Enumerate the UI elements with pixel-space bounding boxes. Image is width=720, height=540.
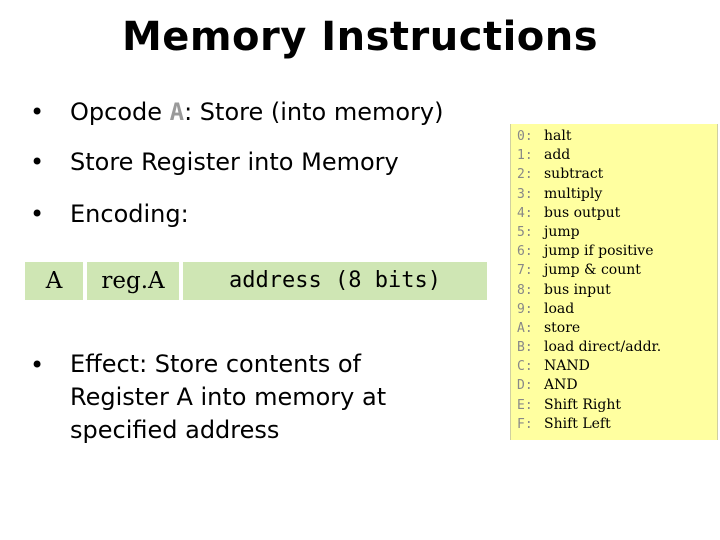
opcode-row: 8: bus input (517, 281, 717, 300)
bullet-dot: • (30, 148, 45, 176)
encoding-field-address: address (8 bits) (183, 262, 487, 300)
opcode-name: subtract (544, 166, 604, 183)
opcode-name: bus output (544, 204, 621, 221)
opcode-row: 3: multiply (517, 185, 717, 204)
opcode-suffix: : Store (into memory) (184, 98, 444, 126)
opcode-value: A (169, 98, 185, 126)
opcode-code: 3: (517, 186, 533, 202)
opcode-row: 5: jump (517, 223, 717, 242)
opcode-row: D: AND (517, 376, 717, 395)
opcode-row: A: store (517, 319, 717, 338)
opcode-name: NAND (544, 358, 590, 375)
opcode-row: 2: subtract (517, 165, 717, 184)
bullet-dot: • (30, 351, 45, 379)
opcode-name: load (544, 300, 575, 317)
bullet-opcode: • Opcode A: Store (into memory) (30, 95, 443, 129)
bullet-store-register-text: Store Register into Memory (70, 148, 399, 176)
opcode-row: 7: jump & count (517, 261, 717, 280)
encoding-field-opcode: A (25, 262, 83, 300)
opcode-row: B: load direct/addr. (517, 338, 717, 357)
opcode-row: E: Shift Right (517, 396, 717, 415)
opcode-row: 6: jump if positive (517, 242, 717, 261)
opcode-table: 0: halt 1: add 2: subtract 3: multiply 4: bus out… (510, 124, 718, 440)
encoding-diagram: A reg.A address (8 bits) (25, 262, 487, 300)
opcode-code: 2: (517, 167, 533, 183)
opcode-code: E: (517, 397, 533, 413)
slide-title: Memory Instructions (121, 14, 599, 60)
bullet-encoding-text: Encoding: (70, 200, 189, 228)
opcode-code: 9: (517, 301, 533, 317)
opcode-row: 9: load (517, 300, 717, 319)
opcode-row: 0: halt (517, 127, 717, 146)
opcode-code: 4: (517, 205, 533, 221)
opcode-name: bus input (544, 281, 611, 298)
opcode-name: multiply (544, 185, 603, 202)
opcode-name: AND (544, 377, 578, 394)
opcode-name: Shift Right (544, 396, 621, 413)
opcode-name: store (544, 319, 581, 336)
opcode-name: Shift Left (544, 415, 611, 432)
bullet-store-register: • Store Register into Memory (30, 145, 399, 179)
opcode-name: jump if positive (544, 243, 654, 260)
bullet-effect-text: Effect: Store contents of Register A int… (70, 350, 387, 444)
opcode-row: F: Shift Left (517, 415, 717, 434)
bullet-encoding: • Encoding: (30, 197, 189, 231)
opcode-code: 6: (517, 244, 533, 260)
opcode-code: 7: (517, 263, 533, 279)
opcode-name: jump (544, 223, 580, 240)
bullet-dot: • (30, 200, 45, 228)
opcode-code: 5: (517, 224, 533, 240)
opcode-code: B: (517, 340, 533, 356)
opcode-row: C: NAND (517, 357, 717, 376)
opcode-prefix: Opcode (70, 98, 170, 126)
bullet-dot: • (30, 98, 45, 126)
opcode-row: 4: bus output (517, 204, 717, 223)
opcode-name: load direct/addr. (544, 339, 662, 356)
opcode-code: 1: (517, 148, 533, 164)
bullet-effect: • Effect: Store contents of Register A i… (30, 348, 440, 447)
opcode-code: 0: (517, 129, 533, 144)
opcode-row: 1: add (517, 146, 717, 165)
bullet-opcode-text: Opcode A: Store (into memory) (70, 95, 443, 129)
opcode-code: F: (517, 416, 533, 432)
opcode-name: halt (544, 128, 572, 144)
opcode-code: A: (517, 320, 533, 336)
opcode-code: 8: (517, 282, 533, 298)
opcode-name: jump & count (544, 262, 641, 279)
encoding-field-register: reg.A (87, 262, 179, 300)
opcode-code: D: (517, 378, 533, 394)
opcode-code: C: (517, 359, 533, 375)
opcode-name: add (544, 147, 571, 164)
